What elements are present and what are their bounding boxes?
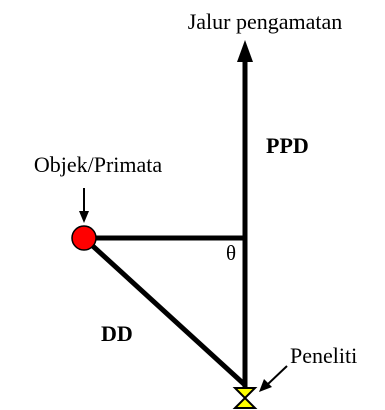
researcher-pointer-arrowhead <box>259 379 272 392</box>
ppd-label: PPD <box>266 133 309 158</box>
researcher-marker <box>232 387 258 409</box>
sighting-distance-line <box>82 236 247 387</box>
dd-label: DD <box>101 321 133 346</box>
observation-path-arrowhead <box>237 40 253 62</box>
object-pointer-arrowhead <box>79 211 89 223</box>
researcher-label: Peneliti <box>290 343 357 368</box>
object-primate-marker <box>71 225 97 251</box>
researcher-pointer-arrow-line <box>267 365 288 385</box>
object-label: Objek/Primata <box>34 152 163 177</box>
angle-label: θ <box>226 241 236 265</box>
observation-path-label: Jalur pengamatan <box>188 9 343 34</box>
